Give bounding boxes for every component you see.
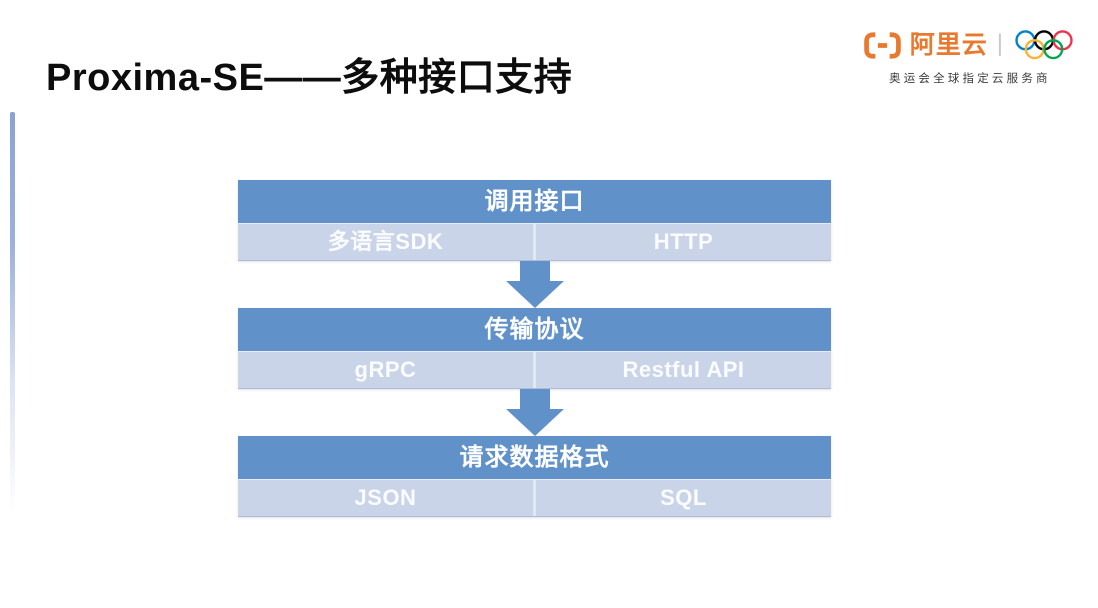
layer-cell: SQL <box>660 485 707 510</box>
layer-cells-row: 多语言SDK HTTP <box>238 223 831 261</box>
down-arrow-stem <box>519 389 550 409</box>
down-arrow-stem <box>519 261 550 281</box>
page-title: Proxima-SE——多种接口支持 <box>46 57 573 99</box>
layer-cells-row: gRPC Restful API <box>238 351 831 389</box>
layer-cell: gRPC <box>354 357 417 382</box>
layer-request-data-format: 请求数据格式 JSON SQL <box>238 436 831 517</box>
layer-header: 传输协议 <box>238 308 831 351</box>
olympic-rings-icon <box>1012 27 1076 63</box>
layer-cell: HTTP <box>653 229 714 254</box>
left-accent-bar <box>10 112 15 560</box>
layer-cell: JSON <box>354 485 417 510</box>
down-arrow-head <box>505 281 564 308</box>
brand-block: 阿里云 | 奥运会全球指定云服务商 <box>863 27 1076 86</box>
alibaba-cloud-bracket-icon <box>863 31 901 59</box>
layer-cells-row: JSON SQL <box>238 479 831 517</box>
brand-logo-row: 阿里云 | <box>863 27 1076 63</box>
down-arrow-head <box>505 409 564 436</box>
cell-divider <box>533 224 536 260</box>
brand-logo-text: 阿里云 <box>909 30 988 59</box>
down-arrow-icon <box>238 261 831 308</box>
layer-header: 调用接口 <box>238 180 831 223</box>
brand-separator: | <box>996 30 1003 57</box>
interface-stack-diagram: 调用接口 多语言SDK HTTP 传输协议 gRPC Restful API <box>238 180 831 517</box>
down-arrow-icon <box>238 389 831 436</box>
layer-cell: Restful API <box>622 357 745 382</box>
layer-call-interface: 调用接口 多语言SDK HTTP <box>238 180 831 261</box>
cell-divider <box>533 352 536 388</box>
cell-divider <box>533 480 536 516</box>
brand-tagline: 奥运会全球指定云服务商 <box>889 73 1051 85</box>
layer-cell: 多语言SDK <box>327 229 444 254</box>
layer-header: 请求数据格式 <box>238 436 831 479</box>
layer-transport-protocol: 传输协议 gRPC Restful API <box>238 308 831 389</box>
